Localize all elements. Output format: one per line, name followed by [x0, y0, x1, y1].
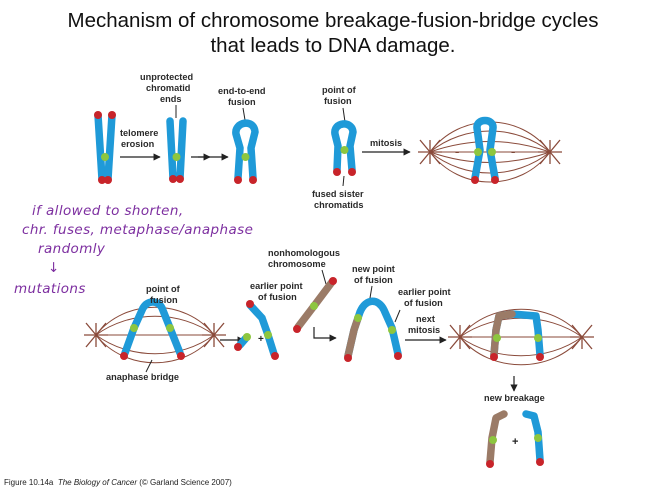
end-to-end-fusion-label: end-to-end fusion — [218, 86, 265, 121]
svg-text:point of: point of — [322, 85, 357, 95]
unprotected-ends-label: unprotected chromatid ends — [140, 72, 193, 118]
new-breakage-products — [486, 410, 544, 468]
svg-text:erosion: erosion — [121, 139, 155, 149]
svg-text:chromatid: chromatid — [146, 83, 190, 93]
spindle-minus-left: − — [455, 150, 459, 157]
point-of-fusion-bottom-label: point of fusion — [146, 284, 181, 305]
svg-text:chr. fuses, metaphase/anaphase: chr. fuses, metaphase/anaphase — [22, 222, 253, 238]
new-point-label: new point of fusion — [352, 264, 395, 299]
unprotected-chromosome — [166, 117, 187, 183]
anaphase-bridge-label: anaphase bridge — [106, 359, 179, 382]
svg-text:fusion: fusion — [228, 97, 256, 107]
svg-text:unprotected: unprotected — [140, 72, 193, 82]
telomere-erosion-label: telomere erosion — [120, 128, 158, 149]
next-mitosis-label: next mitosis — [408, 314, 440, 335]
svg-text:if allowed to shorten,: if allowed to shorten, — [32, 203, 184, 219]
nonhomologous-label: nonhomologous chromosome — [268, 248, 340, 285]
svg-text:of fusion: of fusion — [354, 275, 393, 285]
svg-text:chromatids: chromatids — [314, 200, 364, 210]
broken-chromosome-pieces — [234, 300, 279, 360]
new-breakage-label: new breakage — [484, 393, 545, 403]
fused-chromosome — [232, 119, 259, 184]
svg-text:fusion: fusion — [324, 96, 352, 106]
svg-text:new point: new point — [352, 264, 395, 274]
svg-text:mutations: mutations — [14, 281, 86, 297]
title-line-1: Mechanism of chromosome breakage-fusion-… — [67, 9, 599, 32]
svg-text:chromosome: chromosome — [268, 259, 326, 269]
mitotic-spindle-anaphase — [84, 306, 226, 364]
metaphase-chromosome — [471, 116, 499, 184]
svg-text:earlier point: earlier point — [250, 281, 303, 291]
svg-text:mitosis: mitosis — [408, 325, 440, 335]
svg-text:randomly: randomly — [38, 241, 106, 257]
arrow-fusion-join — [313, 327, 337, 342]
fused-sister-chromatids — [331, 120, 357, 176]
earlier-point-label-1: earlier point of fusion — [250, 281, 303, 302]
spindle-minus-right: − — [511, 150, 515, 157]
plus-sign-1: + — [258, 334, 264, 345]
svg-text:earlier point: earlier point — [398, 287, 451, 297]
normal-chromosome — [94, 111, 116, 184]
svg-text:↓: ↓ — [48, 260, 60, 276]
handwritten-notes: if allowed to shorten, chr. fuses, metap… — [14, 203, 253, 297]
plus-sign-2: + — [512, 436, 518, 448]
point-of-fusion-label: point of fusion — [322, 85, 357, 123]
svg-text:fused sister: fused sister — [312, 189, 364, 199]
earlier-point-label-2: earlier point of fusion — [394, 287, 451, 323]
title-line-2: that leads to DNA damage. — [210, 34, 456, 57]
new-fused-chromosome — [344, 297, 402, 362]
svg-text:of fusion: of fusion — [404, 298, 443, 308]
fused-sister-label: fused sister chromatids — [312, 175, 364, 210]
page-title: Mechanism of chromosome breakage-fusion-… — [0, 8, 666, 58]
nonhomologous-chromosome — [293, 277, 337, 333]
svg-text:telomere: telomere — [120, 128, 158, 138]
figure-caption: Figure 10.14a The Biology of Cancer (© G… — [4, 478, 232, 487]
svg-text:anaphase bridge: anaphase bridge — [106, 372, 179, 382]
mitosis-label: mitosis — [370, 138, 402, 148]
svg-text:point of: point of — [146, 284, 181, 294]
svg-text:nonhomologous: nonhomologous — [268, 248, 340, 258]
svg-text:fusion: fusion — [150, 295, 178, 305]
anaphase-bridge-chromosome — [120, 298, 185, 360]
svg-text:next: next — [416, 314, 435, 324]
svg-text:end-to-end: end-to-end — [218, 86, 265, 96]
next-anaphase-chromosome — [490, 310, 544, 361]
svg-text:ends: ends — [160, 94, 181, 104]
svg-text:of fusion: of fusion — [258, 292, 297, 302]
